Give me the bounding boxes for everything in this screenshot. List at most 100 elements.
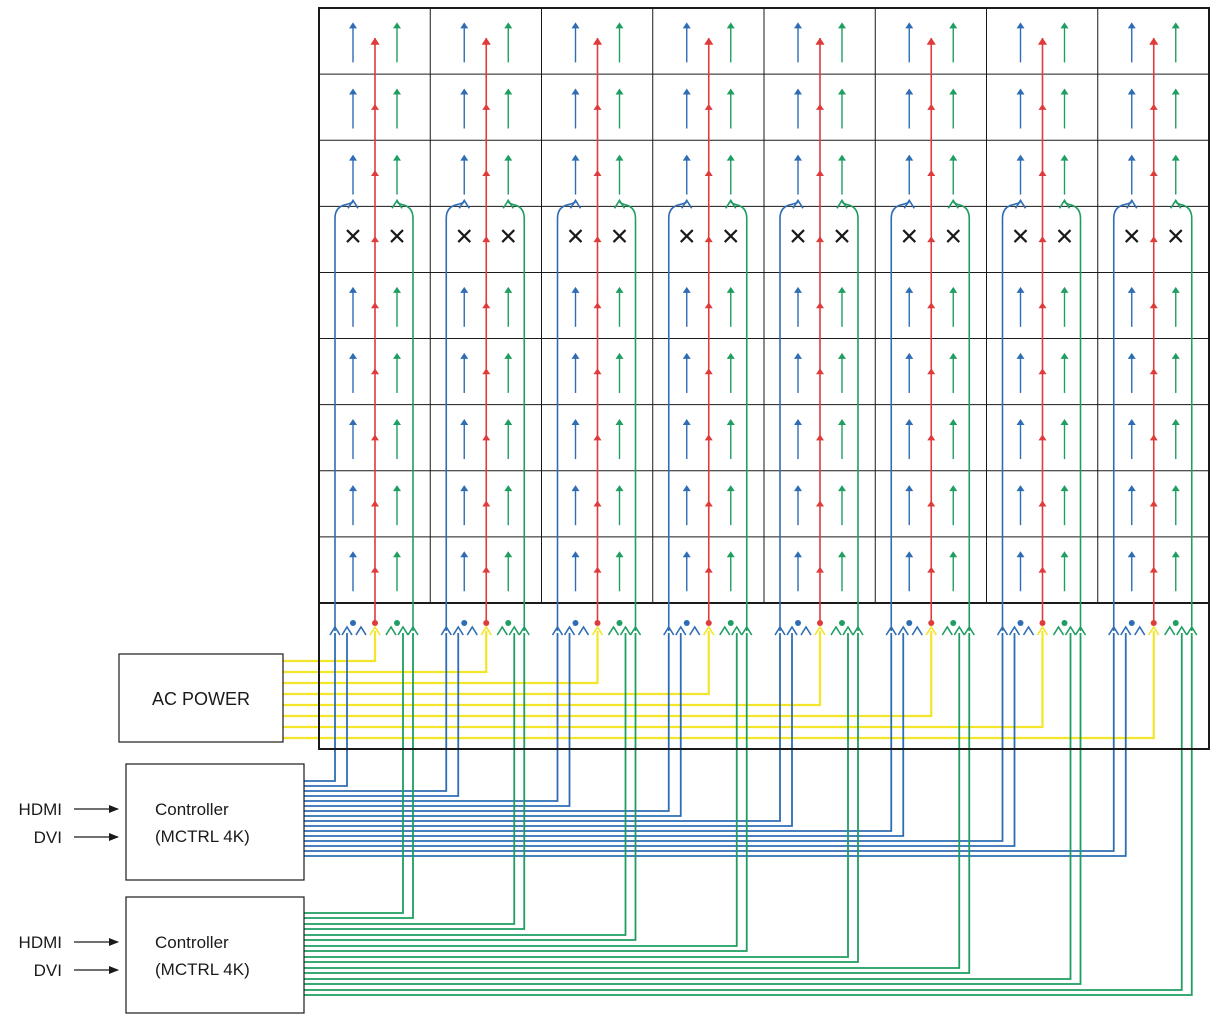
arrow-up-icon [726, 419, 735, 426]
arrow-up-icon [1016, 551, 1025, 558]
arrow-up-icon [836, 198, 848, 209]
arrow-up-icon [482, 434, 491, 441]
arrow-up-icon [577, 625, 590, 636]
fault-markers [346, 229, 1183, 243]
arrow-up-icon [681, 198, 693, 209]
arrow-up-icon [903, 198, 915, 209]
backup-connector-dot [839, 620, 845, 626]
arrow-up-icon [615, 485, 624, 492]
arrow-up-icon [1060, 352, 1069, 359]
ac-feed-line [283, 631, 933, 718]
arrow-up-icon [905, 88, 914, 95]
arrow-up-icon [682, 485, 691, 492]
arrow-up-icon [1060, 419, 1069, 426]
arrow-up-icon [1170, 198, 1182, 209]
primary-signal-line [304, 633, 1004, 842]
arrow-up-icon [1016, 485, 1025, 492]
cabinet-column [996, 22, 1087, 636]
arrow-up-icon [480, 625, 492, 636]
cross-icon [1013, 229, 1028, 243]
arrow-up-icon [689, 625, 701, 636]
arrow-up-icon [1171, 485, 1180, 492]
arrow-up-icon [927, 236, 936, 243]
arrow-up-icon [502, 198, 514, 209]
arrow-up-icon [838, 286, 846, 293]
primary-signal-line [304, 633, 793, 827]
power-connector-dot [1150, 620, 1157, 626]
arrow-up-icon [349, 352, 357, 359]
arrow-up-icon [816, 368, 824, 375]
arrow-up-icon [1016, 286, 1025, 293]
ac-power-feed-lines [283, 631, 1155, 740]
arrow-up-icon [816, 302, 824, 309]
arrow-up-icon [830, 625, 842, 636]
arrow-up-icon [905, 419, 914, 426]
arrow-up-icon [607, 625, 620, 636]
power-connector-dot [483, 620, 490, 626]
arrow-up-icon [682, 286, 691, 293]
arrow-up-icon [571, 154, 580, 161]
cross-icon [679, 229, 694, 243]
arrow-up-icon [816, 566, 824, 573]
arrow-up-icon [593, 302, 602, 309]
arrow-up-icon [371, 566, 379, 573]
arrow-up-icon [452, 625, 464, 636]
backup-connector-dot [1061, 620, 1068, 626]
arrow-up-icon [1038, 500, 1047, 507]
primary-controller-signal-lines [304, 633, 1127, 857]
cross-icon [1057, 229, 1072, 243]
arrow-up-icon [393, 88, 401, 95]
arrow-up-icon [905, 154, 914, 161]
controller-backup-input-dvi: DVI [34, 961, 62, 980]
arrow-up-icon [816, 103, 824, 110]
arrow-up-icon [816, 236, 824, 243]
backup-connector-dot [950, 620, 957, 626]
backup-bypass-line [730, 201, 748, 631]
arrow-up-icon [704, 434, 713, 441]
arrow-up-icon [1149, 434, 1158, 441]
arrow-up-icon [726, 22, 735, 29]
primary-bypass-line [334, 201, 354, 631]
backup-bypass-line [619, 201, 637, 631]
arrow-up-icon [927, 368, 936, 375]
arrow-up-icon [1127, 154, 1136, 161]
primary-signal-line [304, 633, 559, 802]
arrow-up-icon [613, 198, 626, 209]
primary-signal-line [304, 633, 1115, 852]
arrow-up-icon [504, 154, 513, 161]
primary-bypass-line [445, 201, 465, 631]
primary-bypass-line [667, 201, 688, 631]
arrow-up-icon [593, 434, 602, 441]
arrow-up-icon [1038, 434, 1047, 441]
arrow-up-icon [371, 169, 379, 176]
primary-signal-line [304, 633, 571, 807]
primary-bypass-line [890, 201, 910, 631]
arrow-up-icon [949, 485, 958, 492]
arrow-up-icon [407, 625, 419, 636]
arrow-up-icon [355, 625, 367, 636]
backup-bypass-line [1175, 201, 1193, 631]
arrow-up-icon [838, 551, 846, 558]
backup-signal-line [304, 633, 961, 969]
arrow-up-icon [682, 551, 691, 558]
primary-signal-line [304, 633, 905, 837]
arrow-up-icon [1149, 103, 1158, 110]
arrow-up-icon [458, 198, 470, 209]
arrow-up-icon [371, 500, 379, 507]
arrow-up-icon [615, 551, 624, 558]
arrow-up-icon [996, 625, 1009, 636]
cross-icon [390, 229, 404, 243]
arrow-up-icon [571, 88, 580, 95]
cross-icon [946, 229, 961, 243]
ac-feed-line [283, 631, 710, 696]
arrow-up-icon [571, 419, 580, 426]
arrow-up-icon [792, 198, 804, 209]
arrow-up-icon [504, 286, 513, 293]
power-connector-dot [705, 620, 712, 626]
arrow-up-icon [1038, 236, 1047, 243]
arrow-up-icon [371, 302, 379, 309]
arrow-up-icon [1149, 37, 1158, 44]
cabinet-column [440, 22, 530, 636]
arrow-up-icon [460, 551, 469, 558]
primary-signal-line [304, 633, 670, 812]
